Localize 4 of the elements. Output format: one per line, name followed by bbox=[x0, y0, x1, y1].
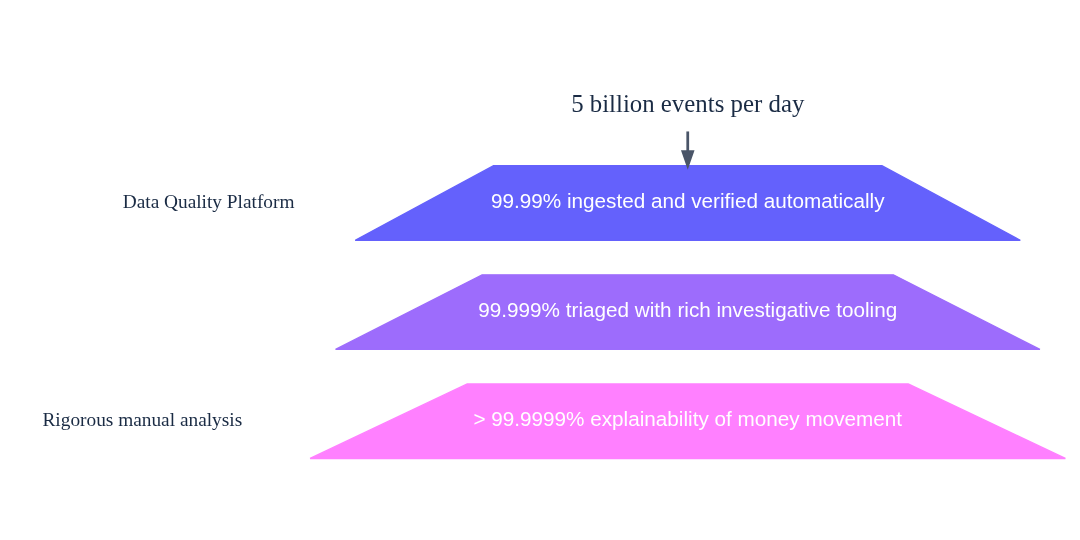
label: Data Quality Platform bbox=[122, 191, 295, 213]
node-text: 5 billion events per day bbox=[571, 90, 805, 118]
label: Rigorous manual analysis bbox=[42, 409, 243, 431]
arrow bbox=[680, 131, 695, 170]
